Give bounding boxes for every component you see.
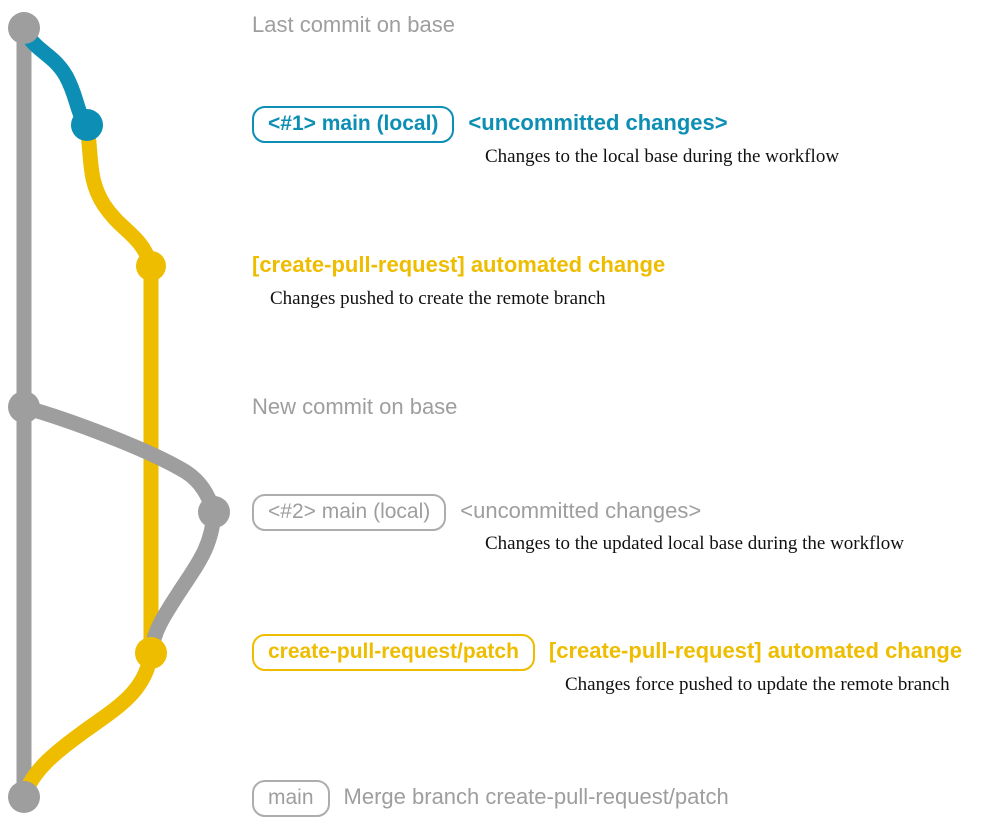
branch-badge-local-main-1[interactable]: <#1> main (local) <box>252 106 455 143</box>
commit-subject: [create-pull-request] automated change <box>548 638 963 663</box>
commit-row-local-main-1: <#1> main (local) <uncommitted changes> <box>252 106 728 143</box>
commit-subject: [create-pull-request] automated change <box>252 252 666 277</box>
commit-row-automated-change-2: create-pull-request/patch [create-pull-r… <box>252 634 962 671</box>
commit-subject: Last commit on base <box>252 12 455 37</box>
commit-subject: New commit on base <box>252 394 458 419</box>
branch-badge-main[interactable]: main <box>252 780 330 817</box>
commit-description-automated-change-2: Changes force pushed to update the remot… <box>565 674 950 695</box>
commit-description-local-main-2: Changes to the updated local base during… <box>485 533 904 554</box>
commit-row-local-main-2: <#2> main (local) <uncommitted changes> <box>252 494 701 531</box>
branch-badge-create-pull-request-patch[interactable]: create-pull-request/patch <box>252 634 535 671</box>
commit-description-local-main-1: Changes to the local base during the wor… <box>485 146 840 167</box>
commit-description-automated-change-1: Changes pushed to create the remote bran… <box>270 288 606 309</box>
commit-subject: <uncommitted changes> <box>468 110 728 135</box>
commit-subject: <uncommitted changes> <box>460 498 702 523</box>
commit-row-last-commit-on-base: Last commit on base <box>252 12 455 38</box>
commit-row-new-commit-on-base: New commit on base <box>252 394 457 420</box>
commit-subject: Merge branch create-pull-request/patch <box>343 784 729 809</box>
commit-row-automated-change-1: [create-pull-request] automated change <box>252 252 665 278</box>
commit-row-merge-commit: main Merge branch create-pull-request/pa… <box>252 780 729 817</box>
branch-badge-local-main-2[interactable]: <#2> main (local) <box>252 494 447 531</box>
